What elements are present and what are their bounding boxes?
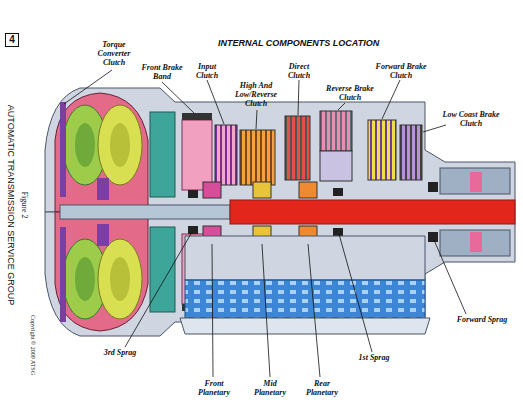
copyright-note: Copyright © 2009 ATSG xyxy=(30,315,36,375)
drawing-part xyxy=(64,70,112,104)
drawing-part xyxy=(212,244,213,377)
page-number: 4 xyxy=(6,34,18,46)
oil-pan xyxy=(180,318,430,334)
diagram-title: INTERNAL COMPONENTS LOCATION xyxy=(218,38,379,48)
input-shaft xyxy=(60,205,230,219)
drawing-part xyxy=(423,125,446,132)
lower-case xyxy=(185,236,425,280)
drawing-part xyxy=(45,88,515,212)
component-label: Torque Converter Clutch xyxy=(88,40,140,67)
drawing-part xyxy=(45,212,515,336)
drawing-part xyxy=(256,110,257,129)
output-shaft xyxy=(230,200,515,224)
publisher-name: AUTOMATIC TRANSMISSION SERVICE GROUP xyxy=(6,105,16,305)
drawing-part xyxy=(125,232,192,347)
component-label: Low Coast Brake Clutch xyxy=(440,110,502,128)
drawing-part xyxy=(162,82,194,113)
component-label: Front Planetary xyxy=(192,379,236,397)
drawing-part xyxy=(207,80,224,124)
valve-body xyxy=(185,280,425,318)
drawing-part xyxy=(338,103,345,110)
component-label: Direct Clutch xyxy=(282,62,316,80)
drawing-part xyxy=(298,80,299,115)
component-label: 1st Sprag xyxy=(352,353,396,362)
component-label: Reverse Brake Clutch xyxy=(322,84,378,102)
component-label: Forward Brake Clutch xyxy=(374,62,428,80)
component-label: Mid Planetary xyxy=(248,379,292,397)
drawing-part xyxy=(339,234,372,352)
component-label: Rear Planetary xyxy=(300,379,344,397)
component-label: High And Low/Reverse Clutch xyxy=(228,81,284,108)
component-label: 3rd Sprag xyxy=(98,348,142,357)
drawing-part xyxy=(262,244,270,377)
figure-number: Figure 2 xyxy=(20,192,29,219)
component-label: Front Brake Band xyxy=(140,63,184,81)
drawing-part xyxy=(382,80,400,119)
component-label: Forward Sprag xyxy=(446,315,518,324)
page-number-box: 4 xyxy=(5,33,19,47)
leader-lines xyxy=(64,70,466,377)
component-label: Input Clutch xyxy=(190,62,224,80)
drawing-part xyxy=(434,240,466,314)
drawing-part xyxy=(308,244,320,377)
